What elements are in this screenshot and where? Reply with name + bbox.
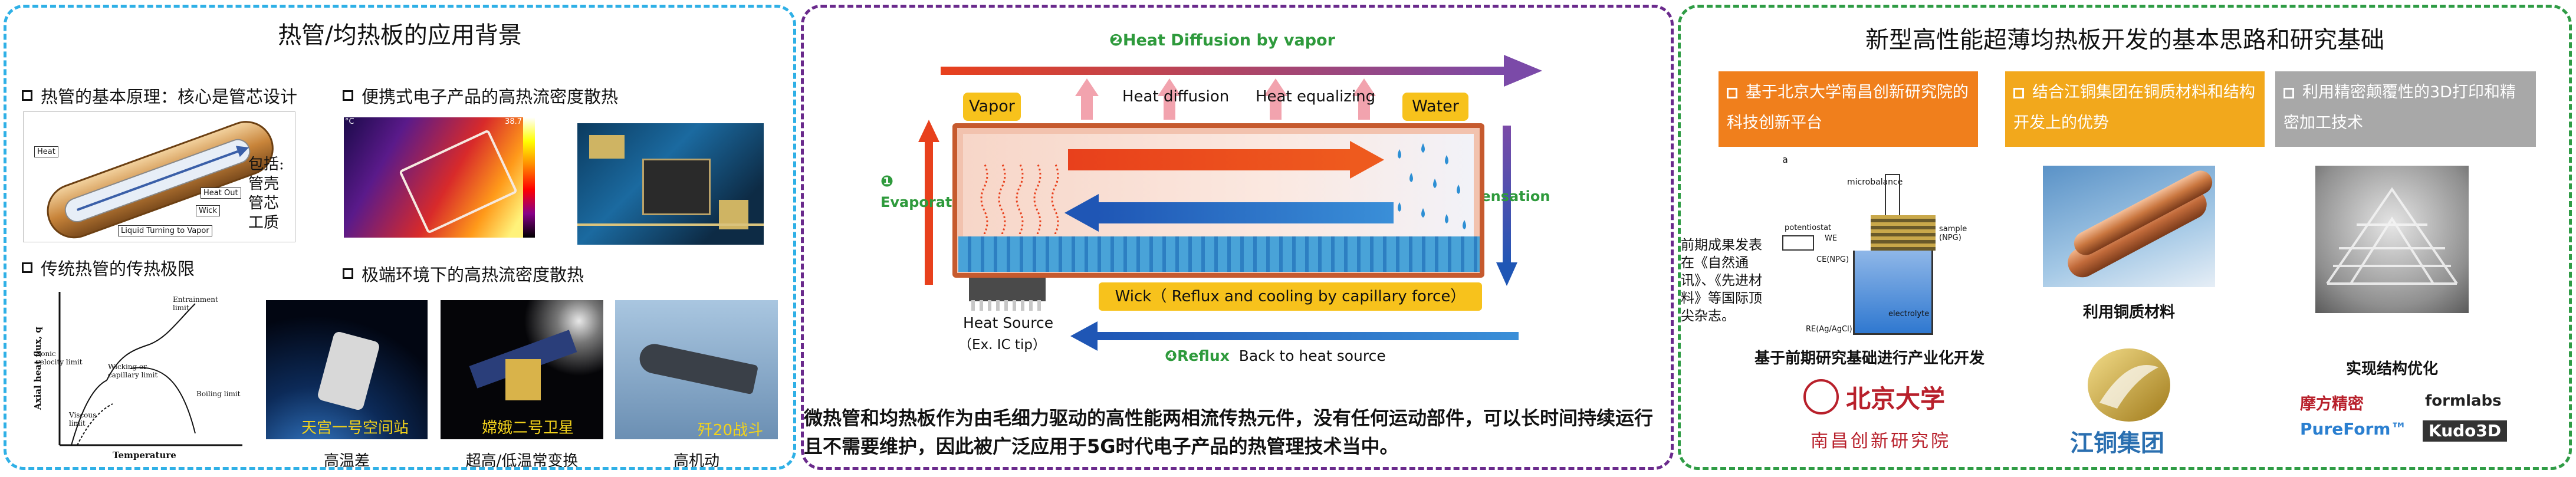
panel3-title: 新型高性能超薄均热板开发的基本思路和研究基础 [1865,27,2384,54]
caption-structure-optimization: 实现结构优化 [2345,360,2438,378]
heat-transfer-limit-chart: Axial heat flux, q Temperature Entrainme… [32,286,248,463]
vapor-tag: Vapor [963,93,1021,121]
research-foundation-panel: 新型高性能超薄均热板开发的基本思路和研究基础 基于北京大学南昌创新研究院的科技创… [1678,5,2572,470]
heat-source-sublabel: （Ex. IC tip） [958,337,1046,353]
cold-liquid-arrow [1064,194,1394,232]
working-principle-panel: ❷Heat Diffusion by vapor ❶ Evaporation ❸… [801,5,1674,470]
checkbox-bullet-icon [343,268,353,279]
evaporation-number: ❶ [880,173,894,190]
description-text: 微热管和均热板作为由毛细力驱动的高性能两相流传热元件，没有任何运动部件，可以长时… [804,407,1654,458]
3d-printing-box: 利用精密颠覆性的3D打印和精密加工技术 [2275,71,2536,147]
heat-diffusion-by-vapor-label: ❷Heat Diffusion by vapor [1109,31,1335,50]
checkbox-bullet-icon [2283,87,2294,98]
heat-source-chip [969,278,1046,301]
pku-logo-text: 北京大学 [1846,384,1946,413]
chip-pins [971,300,1041,311]
evaporation-arrow [918,120,939,285]
jiangtong-logo-text: 江铜集团 [2070,430,2164,457]
wick-label-bar: Wick（ Reflux and cooling by capillary fo… [1099,282,1482,311]
kudo3d-logo: Kudo3D [2423,420,2508,442]
checkbox-bullet-icon [343,90,353,101]
tiangong-caption: 高温差 [323,452,370,470]
panel1-title: 热管/均热板的应用背景 [278,22,522,49]
section-extreme-environments: 极端环境下的高热流密度散热 [343,261,584,286]
jiangtong-box: 结合江铜集团在铜质材料和结构开发上的优势 [2005,71,2265,147]
heat-up-arrows [1075,78,1376,120]
formlabs-logo: formlabs [2425,392,2502,410]
change2-caption: 超高/低温常变换 [465,452,579,470]
checkbox-bullet-icon [22,90,32,101]
tiangong-photo: 天宫一号空间站 [266,300,428,439]
pku-logo-subtitle: 南昌创新研究院 [1811,431,1951,452]
water-tag: Water [1402,93,1468,121]
heatpipe-diagram: Heat Wick Heat Out Liquid Turning to Vap… [23,111,295,242]
caption-copper-material: 利用铜质材料 [2082,304,2175,321]
condensation-arrow [1496,126,1517,286]
hot-vapor-arrow [1068,141,1384,179]
condensation-droplets [1398,143,1466,229]
change2-photo: 嫦娥二号卫星 [441,300,603,439]
bmf-logo: 摩方精密 [2300,395,2364,413]
heat-diffusion-text: Heat diffusion [1122,88,1230,106]
publication-note: 前期成果发表在《自然通讯》、《先进材料》等国际顶尖杂志。 [1681,238,1762,324]
thermal-image-photo: °C 38.7 [344,117,535,238]
heat-source-label: Heat Source [963,314,1054,331]
section-heatpipe-principle: 热管的基本原理：核心是管芯设计 [22,83,297,108]
heat-equalizing-text: Heat equalizing [1256,88,1376,106]
jiangtong-logo-icon [2088,348,2170,422]
caption-industrialization: 基于前期研究基础进行产业化开发 [1754,350,1984,367]
checkbox-bullet-icon [22,262,32,273]
3d-lattice-photo [2315,166,2469,313]
reflux-arrow [1070,321,1519,351]
electrochemical-schematic: a microbalance potentiostat WE CE(NPG) R… [1782,154,1967,335]
checkbox-bullet-icon [2013,87,2024,98]
heat-diffusion-arrow [941,55,1542,87]
section-portable-electronics: 便携式电子产品的高热流密度散热 [343,83,618,108]
application-background-panel: 热管/均热板的应用背景 热管的基本原理：核心是管芯设计 便携式电子产品的高热流密… [4,5,796,470]
heatpipe-components-text: 包括: 管壳 管芯 工质 [248,156,284,232]
copper-tubes-photo [2043,166,2215,287]
section-heat-transfer-limits: 传统热管的传热极限 [22,255,195,280]
circuit-board-photo [577,123,764,245]
j20-photo: 歼20战斗机 [615,300,778,439]
j20-caption: 高机动 [673,452,719,470]
pku-seal-icon [1803,379,1839,415]
wick-layer [958,236,1480,272]
platform-box: 基于北京大学南昌创新研究院的科技创新平台 [1719,71,1978,147]
reflux-label: ❹Reflux Back to heat source [1165,347,1386,364]
pureform-logo: PureForm™ [2300,419,2407,439]
checkbox-bullet-icon [1727,87,1737,98]
